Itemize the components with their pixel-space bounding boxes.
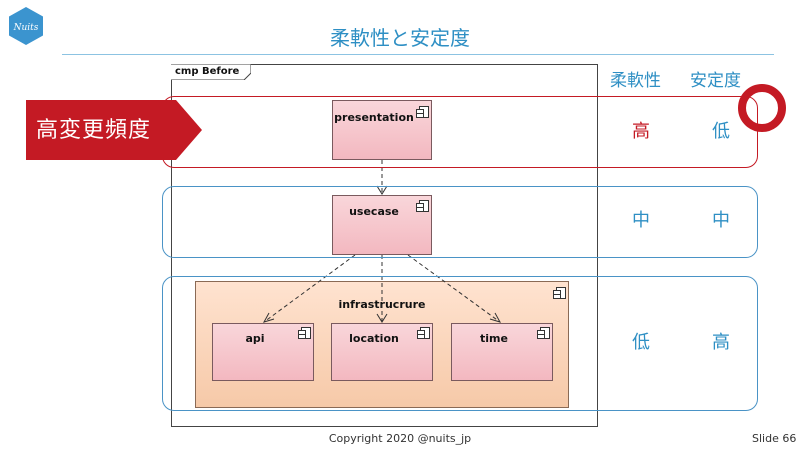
usecase-label: usecase [349,205,399,218]
location-component [331,323,433,381]
row2-stability: 中 [712,210,730,231]
api-component [212,323,314,381]
mid-change-row [162,186,758,258]
frame-label: cmp Before [175,66,240,77]
usecase-component [332,195,432,255]
component-icon [417,327,430,339]
row3-flexibility: 低 [632,332,650,353]
component-icon [416,106,429,118]
row3-stability: 高 [712,332,730,353]
time-component [451,323,553,381]
arrow-usecase-api [263,254,356,323]
callout-label: 高変更頻度 [36,118,152,143]
copyright-footer: Copyright 2020 @nuits_jp [328,432,472,445]
flexibility-header: 柔軟性 [610,71,661,91]
low-change-row [162,276,758,411]
stability-header: 安定度 [690,71,741,91]
row2-flexibility: 中 [632,210,650,231]
highlight-circle [738,84,786,132]
component-icon [537,327,550,339]
title-divider [62,54,774,55]
callout-arrow [26,100,202,160]
time-label: time [480,332,508,345]
nuits-logo: Nuits [9,7,43,45]
location-label: location [349,332,399,345]
presentation-label: presentation [334,111,414,124]
component-icon [416,200,429,212]
frame-tab [171,64,251,80]
component-icon [298,327,311,339]
slide-title: 柔軟性と安定度 [330,26,470,50]
component-icon [553,287,566,299]
logo-text: Nuits [13,23,39,33]
row1-flexibility: 高 [632,121,650,142]
api-label: api [245,332,265,345]
high-change-row [162,96,758,168]
slide-number: Slide 66 [752,432,797,445]
row1-stability: 低 [712,121,730,142]
presentation-component [332,100,432,160]
arrow-usecase-time [407,254,501,323]
